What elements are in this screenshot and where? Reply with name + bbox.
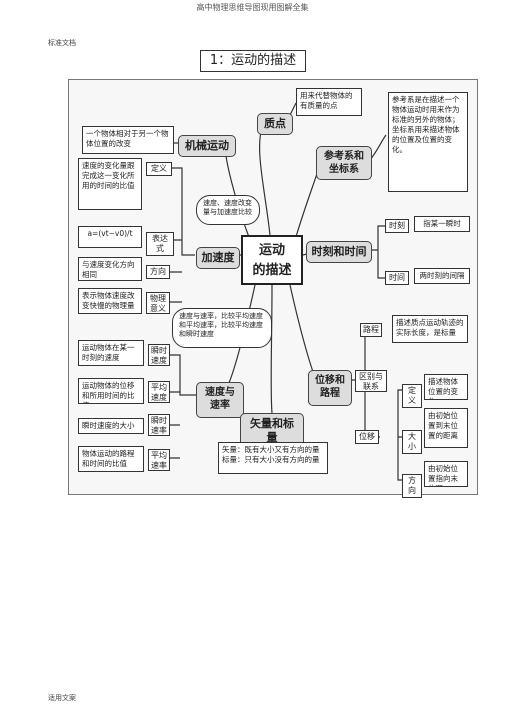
jiasudu-dir-desc: 与速度变化方向相同: [78, 257, 142, 281]
node-jixie: 机械运动: [178, 135, 236, 157]
weiyi-diff-tag: 区别与联系: [355, 370, 387, 392]
node-sudu: 速度与速率: [196, 382, 244, 418]
shike-time-desc: 两时刻的间隔: [414, 268, 470, 284]
jiasudu-define-desc: 速度的变化量跟完成这一变化所用的时间的比值: [78, 158, 142, 210]
weiyi-size-tag: 大小: [402, 430, 422, 454]
sudu-inst-v-tag: 瞬时速度: [148, 344, 170, 366]
weiyi-disp-tag: 位移: [355, 430, 379, 444]
shike-moment-desc: 指某一瞬时: [414, 216, 470, 232]
node-jiasudu: 加速度: [196, 247, 240, 269]
jiasudu-dir-tag: 方向: [146, 265, 170, 279]
jiasudu-bubble: 速度、速度改变量与加速度比较: [196, 195, 260, 225]
weiyi-path-desc: 描述质点运动轨迹的实际长度，是标量: [392, 315, 468, 343]
sudu-inst-r-tag: 瞬时速率: [148, 414, 170, 436]
weiyi-define-desc: 描述物体位置的变化: [424, 374, 468, 400]
connector-weiyi: [289, 284, 317, 381]
node-shike: 时刻和时间: [306, 241, 372, 263]
center-line-2: 的描述: [252, 263, 292, 278]
jiasudu-phys-tag: 物理意义: [146, 292, 170, 314]
sudu-avg-v-desc: 运动物体的位移和所用时间的比值: [78, 378, 144, 404]
shiliang-desc: 矢量：既有大小又有方向的量 标量：只有大小没有方向的量: [218, 442, 328, 474]
sudu-avg-r-tag: 平均速率: [148, 449, 170, 471]
sudu-inst-r-desc: 瞬时速度的大小: [78, 418, 144, 434]
cankao-desc: 参考系是在描述一个物体运动时用来作为标准的另外的物体；坐标系用来描述物体的位置及…: [388, 92, 468, 192]
sudu-avg-v-tag: 平均速度: [148, 381, 170, 403]
bottom-label: 适用文案: [48, 694, 76, 702]
connector-shike-tags: [372, 225, 385, 279]
top-label: 标准文档: [48, 39, 76, 47]
jiasudu-define-tag: 定义: [146, 162, 172, 176]
page-title: 1：运动的描述: [200, 50, 306, 72]
weiyi-dir-desc: 由初始位置指向末位置: [424, 461, 468, 487]
connector-sudu-tags: [170, 354, 196, 459]
center-node: 运动 的描述: [241, 235, 303, 285]
sulv-bubble: 速度与速率，比较平均速度和平均速率，比较平均速度和瞬时速度: [172, 308, 272, 348]
connector-jiasudu-tags: [170, 167, 195, 303]
weiyi-size-desc: 由初始位置到末位置的距离: [424, 408, 468, 448]
shike-moment-tag: 时刻: [385, 219, 409, 233]
shike-time-tag: 时间: [385, 271, 409, 285]
weiyi-define-tag: 定义: [402, 384, 422, 408]
node-weiyi: 位移和路程: [308, 370, 352, 406]
page-header: 高中物理思维导图现用图解全集: [196, 3, 309, 12]
sudu-avg-r-desc: 物体运动的路程和时间的比值: [78, 446, 144, 472]
weiyi-path-tag: 路程: [360, 323, 382, 337]
center-line-1: 运动: [258, 243, 285, 258]
weiyi-dir-tag: 方向: [402, 474, 422, 498]
connector-cankao-desc: [369, 134, 387, 161]
connector-jixie: [224, 144, 251, 241]
jiasudu-formula: a=(vt−v0)/t: [78, 226, 142, 248]
connector-zhidian: [259, 127, 271, 236]
sudu-inst-v-desc: 运动物体在某一时刻的速度: [78, 340, 144, 366]
jiasudu-phys-desc: 表示物体速度改变快慢的物理量: [78, 288, 142, 314]
node-cankao: 参考系和坐标系: [316, 146, 372, 180]
jixie-desc: 一个物体相对于另一个物体位置的改变: [82, 126, 174, 154]
jiasudu-formula-tag: 表达式: [146, 232, 174, 256]
zhidian-desc: 用来代替物体的有质量的点: [296, 88, 362, 116]
node-zhidian: 质点: [257, 113, 293, 135]
connector-shiliang: [270, 284, 273, 414]
